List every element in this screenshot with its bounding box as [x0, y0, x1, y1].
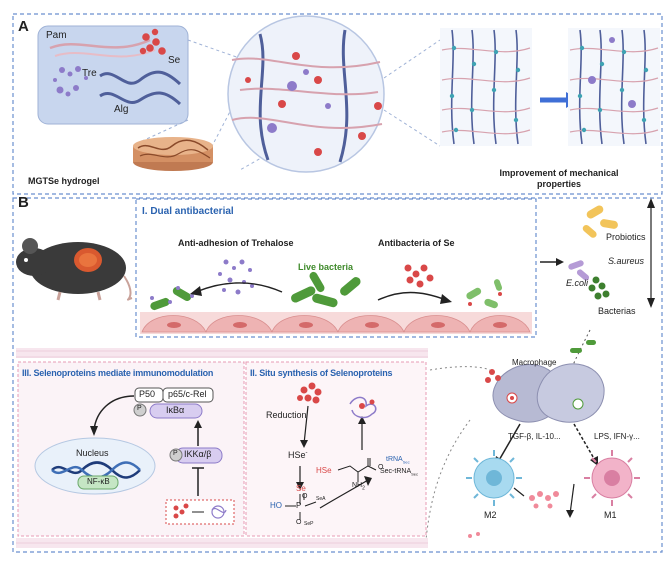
trehalose-cluster	[53, 66, 88, 97]
panel-a-frame	[12, 13, 663, 195]
pam-label: Pam	[46, 30, 67, 41]
o-bottom-label: O	[296, 519, 302, 526]
trna-text: tRNA	[386, 456, 403, 463]
saureus-label: S.aureus	[608, 256, 645, 266]
p-badge-2	[169, 448, 183, 462]
hydrogel-label: MGTSe hydrogel	[28, 176, 100, 186]
panel-iii-title: III. Selenoproteins mediate immunomodula…	[22, 368, 214, 378]
m1-cell	[584, 450, 640, 506]
network-after	[568, 28, 660, 146]
reduction-label: Reduction	[266, 410, 307, 420]
panel-a-letter: A	[18, 18, 29, 35]
p-atom-label: P	[296, 501, 302, 510]
alg-label: Alg	[114, 104, 129, 115]
nh2-label: NH2	[352, 482, 365, 491]
hse-label: HSe-	[288, 450, 308, 460]
trna-label: tRNASec	[386, 456, 410, 464]
nucleus	[34, 437, 156, 495]
tgf-label: TGF-β, IL-10...	[508, 432, 561, 441]
selenoprotein-fold	[349, 396, 377, 419]
o-ester-label: O	[378, 464, 384, 471]
p-badge-2-label: P	[173, 450, 178, 457]
live-bacteria-group	[291, 271, 361, 308]
p65-label: p65/c-Rel	[168, 389, 207, 399]
hse-charge: -	[305, 450, 308, 456]
ikk-label: IKKα/β	[184, 449, 212, 459]
hydrogel-disc	[133, 137, 213, 171]
lps-label: LPS, IFN-γ...	[594, 432, 640, 441]
cell-layer	[140, 312, 532, 334]
p-badge-1	[133, 403, 147, 417]
panel-ii-frame	[245, 361, 427, 537]
sec-trna-text: Sec-tRNA	[380, 468, 412, 475]
p50-label: P50	[139, 389, 156, 399]
probiotics-label: Probiotics	[606, 232, 646, 242]
sec-trna-label: Sec-tRNASec	[380, 468, 418, 476]
se-atom-label: Se	[296, 484, 306, 493]
sep-label: SeP	[304, 521, 314, 527]
panel-ii-title: II. Situ synthesis of Selenoproteins	[250, 368, 393, 378]
antibacteria-arrow	[377, 291, 447, 301]
m1-label: M1	[604, 510, 617, 520]
trna-sub: Sec	[402, 459, 410, 465]
tre-label: Tre	[82, 68, 97, 79]
p-badge-1-label: P	[137, 405, 142, 412]
trehalose-coated-bacteria	[150, 286, 194, 311]
hse-text: HSe	[288, 450, 306, 460]
probiotics-group	[582, 205, 618, 238]
trehalose-cloud	[218, 259, 254, 295]
se-label: Se	[168, 55, 181, 66]
nfkb-label: NF-κB	[87, 477, 110, 486]
o-top-label: O	[302, 493, 308, 500]
antibacteria-se-label: Antibacteria of Se	[378, 238, 455, 248]
ecoli-group	[568, 260, 590, 281]
nucleus-label: Nucleus	[76, 448, 109, 458]
anti-adhesion-label: Anti-adhesion of Trehalose	[178, 238, 294, 248]
nfkb-box	[77, 475, 119, 490]
mouse-illustration	[16, 238, 133, 301]
sea-label: SeA	[316, 496, 326, 502]
macrophage-cells	[492, 363, 605, 423]
mechanics-label: Improvement of mechanical properties	[499, 168, 619, 189]
nh2-sub: 2	[362, 485, 365, 492]
dual-title: I. Dual antibacterial	[142, 206, 234, 217]
anti-adhesion-arrow	[195, 282, 283, 293]
panel-b-frame	[12, 197, 663, 553]
bacterias-label: Bacterias	[598, 306, 636, 316]
se-nanoparticles	[404, 264, 434, 288]
ikba-box	[149, 403, 203, 419]
panel-b-letter: B	[18, 194, 29, 211]
p65-box	[162, 387, 214, 403]
ikba-label: IκBα	[166, 405, 185, 415]
selenium-cluster	[139, 28, 166, 55]
live-bacteria-label: Live bacteria	[298, 262, 354, 272]
ho-label: HO	[270, 501, 282, 510]
membrane-band	[16, 348, 428, 358]
ecoli-label: E.coli	[566, 278, 589, 288]
dead-bacteria	[466, 279, 503, 309]
macrophage-label: Macrophage	[512, 358, 557, 367]
nh2-text: NH	[352, 482, 363, 489]
network-before	[440, 28, 532, 146]
dual-antibacterial-frame	[135, 198, 537, 338]
sec-trna-sub: Sec	[411, 471, 419, 477]
m2-cell	[466, 450, 522, 506]
saureus-group	[588, 276, 610, 300]
se-cluster-ii	[297, 382, 322, 404]
hse2-label: HSe	[316, 466, 332, 475]
m2-label: M2	[484, 510, 497, 520]
